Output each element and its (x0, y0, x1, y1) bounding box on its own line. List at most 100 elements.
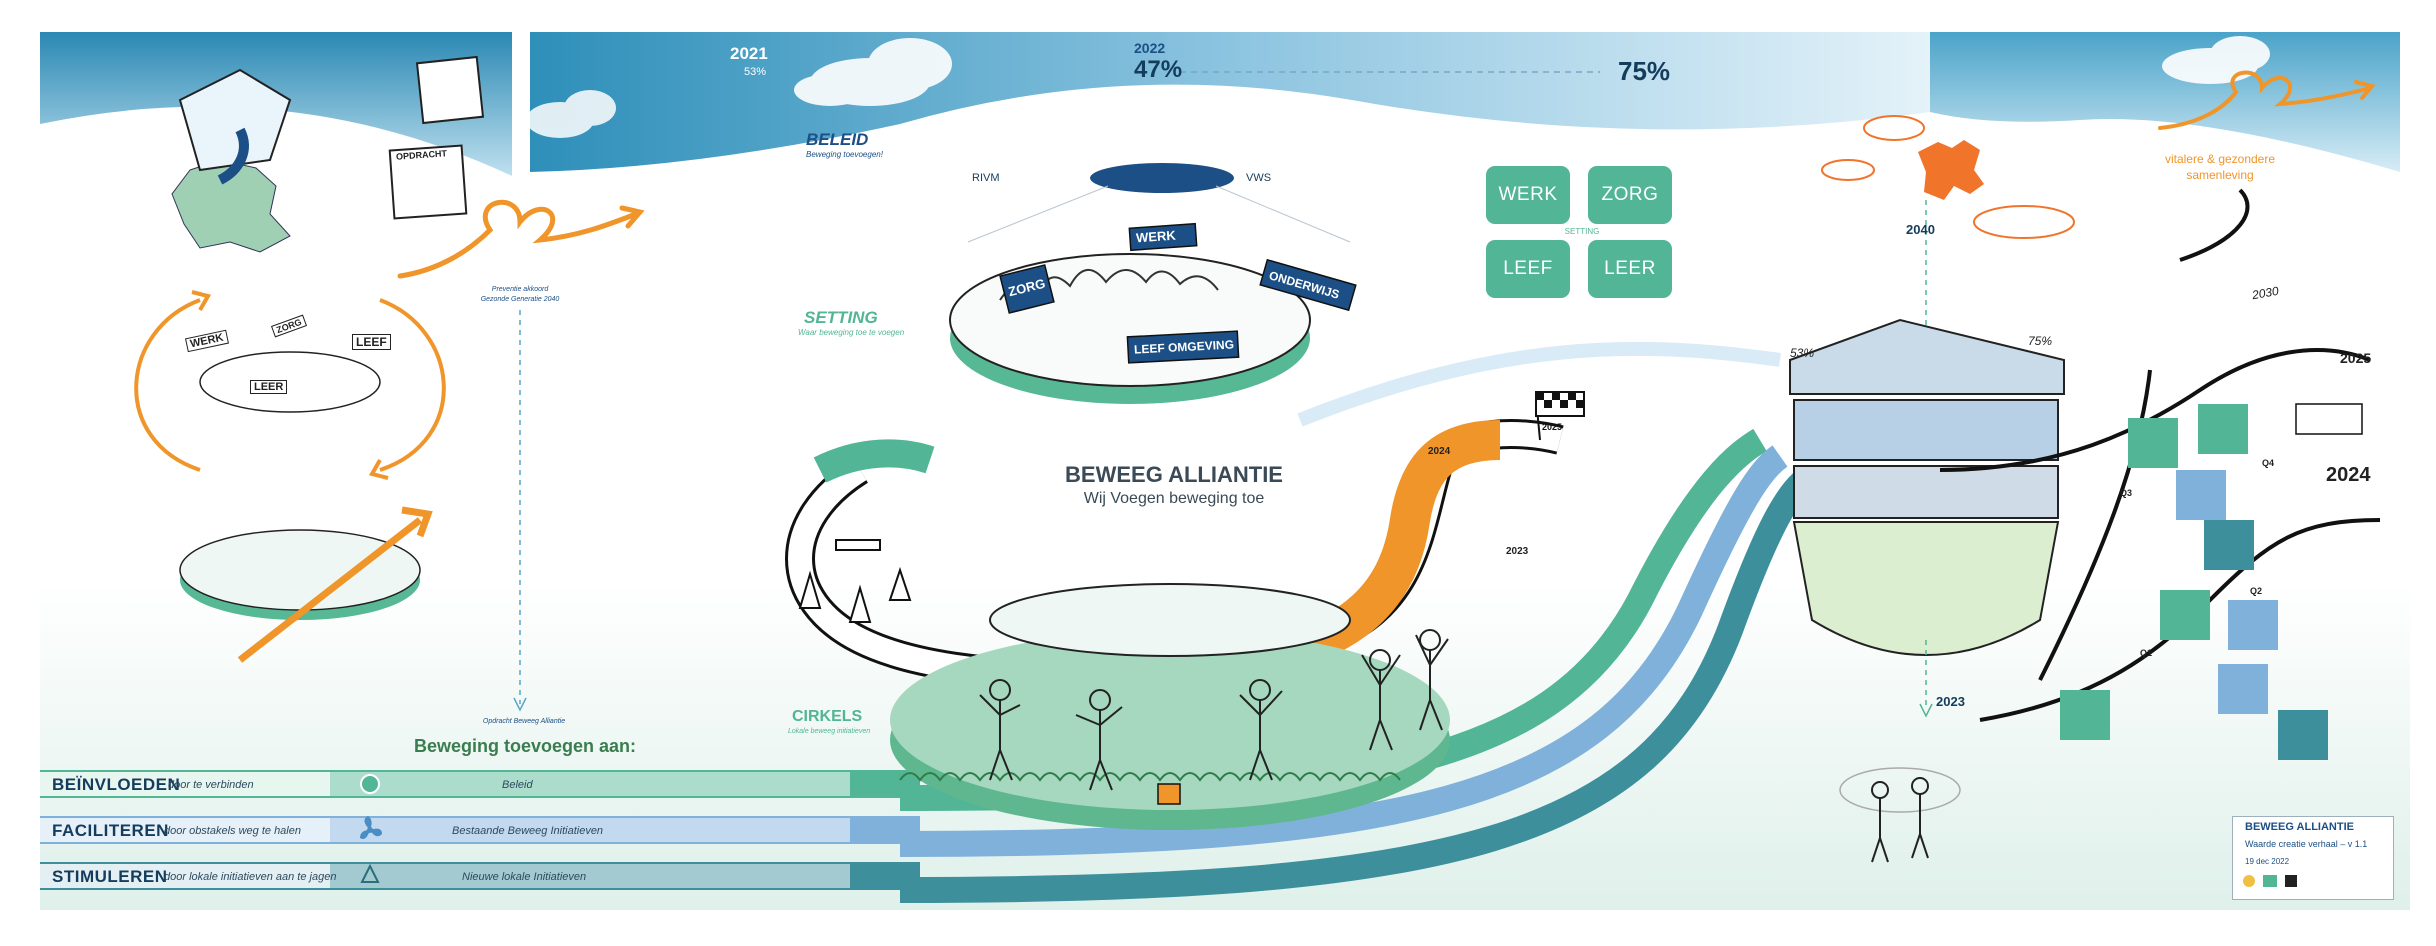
cloud-icon (794, 38, 952, 106)
tower-system-layer (1793, 399, 2059, 461)
fan-icon (360, 816, 382, 839)
connector-line (967, 185, 1109, 243)
note-card (2128, 418, 2178, 468)
beleid-subtitle: Beweging toevoegen! (806, 150, 883, 159)
band-mid-bg (330, 772, 850, 796)
quarter-q3: Q3 (2120, 488, 2133, 498)
settings-caption: SETTING (1564, 227, 1600, 236)
cycle-label-leef: LEEF (352, 334, 391, 350)
finish-flag-icon (1535, 391, 1585, 441)
band-mid-faciliteren: Bestaande Beweeg Initiatieven (452, 825, 604, 837)
year-2022: 2022 (1134, 40, 1166, 56)
traffic-cone-icon (360, 863, 380, 883)
heart-arrow-icon (2158, 70, 2372, 130)
connector-line (1215, 185, 1351, 243)
band-label-beinvloeden: BEÏNVLOEDEN (52, 775, 181, 794)
grass-edge (899, 772, 1401, 782)
arrowhead (368, 459, 389, 480)
sign-paper (415, 55, 485, 125)
tile-leef: LEEF (1486, 240, 1570, 298)
band-sub-faciliteren: door obstakels weg te halen (164, 825, 301, 837)
crowd-ring (1839, 767, 1961, 813)
cycle-ring (199, 351, 381, 413)
road-teal-entry (813, 439, 935, 483)
cycle-label-leer: LEER (250, 380, 288, 394)
arrowhead (619, 205, 645, 229)
card-date: 19 dec 2022 (2245, 857, 2290, 866)
tile-werk: WERK (1486, 166, 1570, 224)
band-label-bg (40, 772, 330, 796)
timeline-road (1939, 348, 2371, 472)
orange-box-icon (1157, 783, 1181, 805)
setting-title: SETTING (804, 308, 878, 327)
setting-sign-werk (1128, 222, 1198, 252)
cirkels-subtitle: Lokale beweeg initiatieven (788, 728, 871, 735)
sign-werk-text: WERK (1135, 227, 1177, 246)
tower-veld-layer (1793, 465, 2059, 519)
logo-icon (2263, 875, 2277, 887)
timeline-road (2038, 369, 2152, 681)
quarter-q2: Q2 (2250, 586, 2263, 596)
arrowhead (401, 506, 433, 538)
setting-sign-onderwijs (1259, 258, 1357, 312)
band-mid-stimuleren: Nieuwe lokale Initiatieven (462, 871, 587, 883)
prevention-line-2: Gezonde Generatie 2040 (480, 296, 560, 303)
band-label-faciliteren: FACILITEREN (52, 821, 169, 840)
band-sub-stimuleren: door lokale initiatieven aan te jagen (164, 871, 337, 883)
logo-icon (2243, 875, 2255, 887)
tower-base-layer (1792, 521, 2060, 656)
orange-ring (1973, 205, 2075, 239)
alliance-subtitle: Wij Voegen beweging toe (1083, 490, 1265, 507)
cirkels-inner-ring (989, 583, 1351, 657)
vision-line-1: vitalere & gezondere (2164, 152, 2276, 166)
year-2040: 2040 (1906, 222, 1935, 237)
flag-year: 2025 (1542, 422, 1563, 432)
pct-2021: 53% (744, 66, 767, 78)
netherlands-map-icon (1140, 88, 1188, 132)
setting-sign-leefomgeving (1126, 330, 1240, 364)
road-year-2024: 2024 (1428, 446, 1451, 457)
beleid-title: BELEID (806, 130, 869, 149)
kite-icon (178, 68, 292, 172)
setting-subtitle: Waar beweging toe te voegen (798, 328, 905, 337)
cycle-arrow (134, 298, 201, 472)
band-mid-bg (330, 818, 850, 842)
tower-pct-right: 75% (2028, 334, 2053, 348)
cycle-arrow (379, 298, 446, 472)
tower-pct-left: 53% (1790, 346, 1815, 360)
year-2023-right: 2023 (1936, 694, 1965, 709)
arrowhead (191, 290, 212, 311)
note-card (2198, 404, 2248, 454)
road-year-2023: 2023 (1506, 546, 1529, 557)
orange-arrow (237, 517, 423, 663)
timeline-year-2025: 2025 (2340, 350, 2372, 366)
curve-band-dark (899, 465, 1818, 903)
card-subtitle: Waarde creatie verhaal – v 1.1 (2245, 839, 2368, 849)
note-card (2060, 690, 2110, 740)
setting-sign-zorg (999, 264, 1055, 314)
orange-ring (1821, 159, 1875, 181)
card-title: BEWEEG ALLIANTIE (2245, 821, 2354, 833)
band-mid-bg (330, 864, 850, 888)
timeline-year-2024: 2024 (2326, 464, 2371, 486)
year-2021: 2021 (730, 44, 768, 63)
label-vws: VWS (1246, 172, 1272, 184)
quarter-q1: Q1 (2140, 648, 2153, 658)
finish-net-icon (2295, 403, 2363, 435)
assignment-paper (388, 144, 468, 220)
note-card (2204, 520, 2254, 570)
note-card (2160, 590, 2210, 640)
alliance-title: BEWEEG ALLIANTIE (1065, 462, 1283, 487)
heart-arrow-icon (397, 199, 639, 279)
cirkels-disc-side (890, 630, 1450, 810)
arrowhead (513, 697, 527, 712)
assignment-label: Opdracht Beweeg Alliantie (482, 718, 566, 725)
gear-icon (360, 774, 380, 794)
note-card (2176, 470, 2226, 520)
left-platform-top (179, 529, 421, 611)
tile-leer: LEER (1588, 240, 1672, 298)
tower-roof (1789, 318, 2065, 395)
logo-icon (2285, 875, 2297, 887)
